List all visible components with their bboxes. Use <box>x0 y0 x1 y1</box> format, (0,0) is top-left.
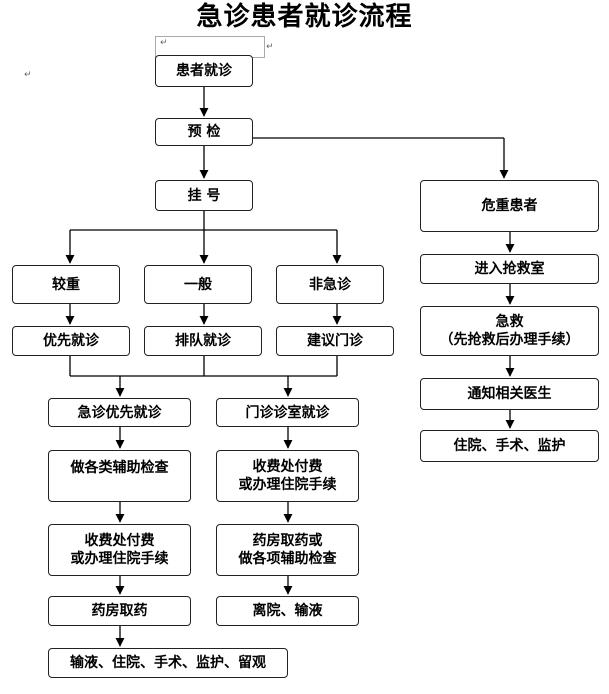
node-priority-visit: 优先就诊 <box>12 326 130 356</box>
node-er-priority-visit: 急诊优先就诊 <box>48 398 191 427</box>
node-severe: 较重 <box>12 265 120 304</box>
paragraph-mark: ↵ <box>266 42 274 52</box>
node-notify-doctor: 通知相关医生 <box>420 378 599 410</box>
node-auxiliary-exams: 做各类辅助检查 <box>48 450 191 502</box>
node-clinic-room-visit: 门诊诊室就诊 <box>216 398 359 427</box>
node-emergency-rescue: 急救 （先抢救后办理手续） <box>420 306 599 356</box>
node-payment-right: 收费处付费 或办理住院手续 <box>216 450 359 502</box>
node-final-outcomes-right: 住院、手术、监护 <box>420 430 599 462</box>
node-pharmacy-right: 药房取药或 做各项辅助检查 <box>216 524 359 576</box>
node-registration: 挂 号 <box>155 180 253 211</box>
node-leave-infusion: 离院、输液 <box>216 596 359 626</box>
paragraph-mark: ↵ <box>24 70 32 80</box>
node-pharmacy-left: 药房取药 <box>48 596 191 626</box>
node-critical-patient: 危重患者 <box>420 180 599 232</box>
node-general: 一般 <box>144 265 252 304</box>
node-final-outcomes-left: 输液、住院、手术、监护、留观 <box>48 648 288 678</box>
node-triage: 预 检 <box>155 118 253 146</box>
node-suggest-clinic: 建议门诊 <box>276 326 394 356</box>
node-payment-left: 收费处付费 或办理住院手续 <box>48 524 191 576</box>
node-enter-rescue-room: 进入抢救室 <box>420 254 599 284</box>
paragraph-mark: ↵ <box>160 38 168 48</box>
node-queue-visit: 排队就诊 <box>144 326 262 356</box>
node-patient-visit: 患者就诊 <box>155 55 253 87</box>
page-title: 急诊患者就诊流程 <box>196 2 413 32</box>
node-non-urgent: 非急诊 <box>276 265 384 304</box>
